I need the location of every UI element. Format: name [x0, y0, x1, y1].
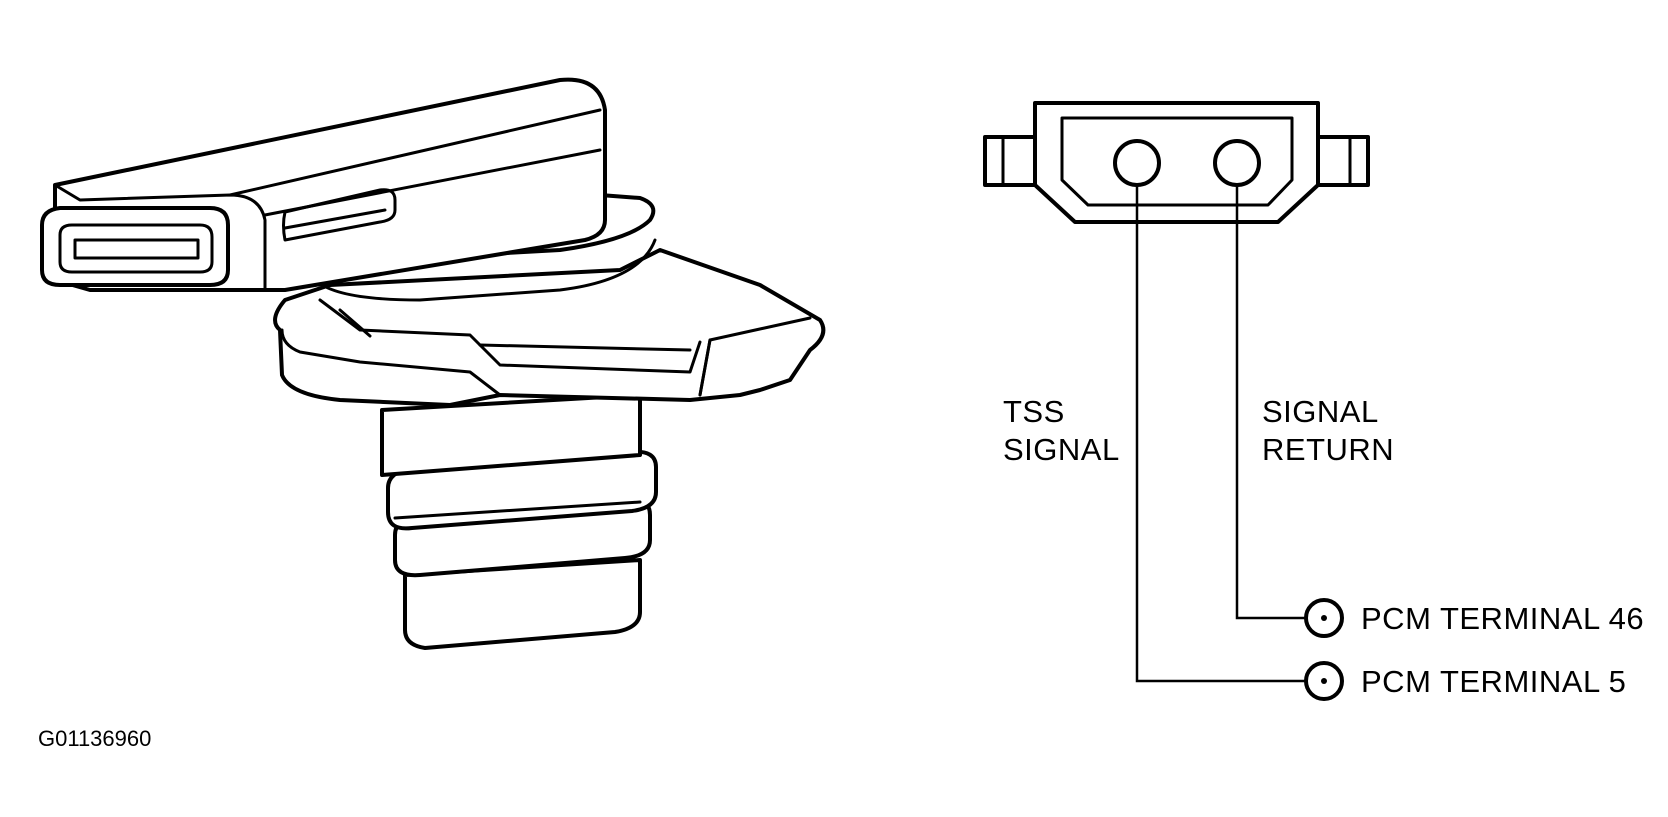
label-tss-signal-line1: TSS [1003, 394, 1065, 429]
label-tss-signal-line2: SIGNAL [1003, 432, 1120, 467]
label-pcm-terminal-5: PCM TERMINAL 5 [1361, 664, 1626, 699]
connector-plug [40, 206, 230, 287]
pin-signal-return [1213, 139, 1261, 187]
pin-tss-signal [1113, 139, 1161, 187]
turbine-speed-sensor-illustration [40, 77, 826, 650]
wire-signal-return [1235, 185, 1306, 620]
mounting-flange [273, 248, 826, 407]
terminal-46 [1304, 598, 1344, 638]
connector-body [1033, 101, 1320, 224]
sensor-barrel [380, 393, 658, 650]
connector-left-tab [983, 135, 1037, 187]
label-pcm-terminal-46: PCM TERMINAL 46 [1361, 601, 1644, 636]
terminal-5-dot [1321, 678, 1327, 684]
connector-recess [1060, 116, 1294, 207]
figure-id: G01136960 [38, 726, 151, 751]
label-signal-return-line2: RETURN [1262, 432, 1394, 467]
wire-tss-signal [1135, 185, 1306, 683]
label-signal-return-line1: SIGNAL [1262, 394, 1379, 429]
connector-face-schematic [983, 101, 1370, 701]
connector-right-tab [1316, 135, 1370, 187]
terminal-5 [1304, 661, 1344, 701]
terminal-46-dot [1321, 615, 1327, 621]
